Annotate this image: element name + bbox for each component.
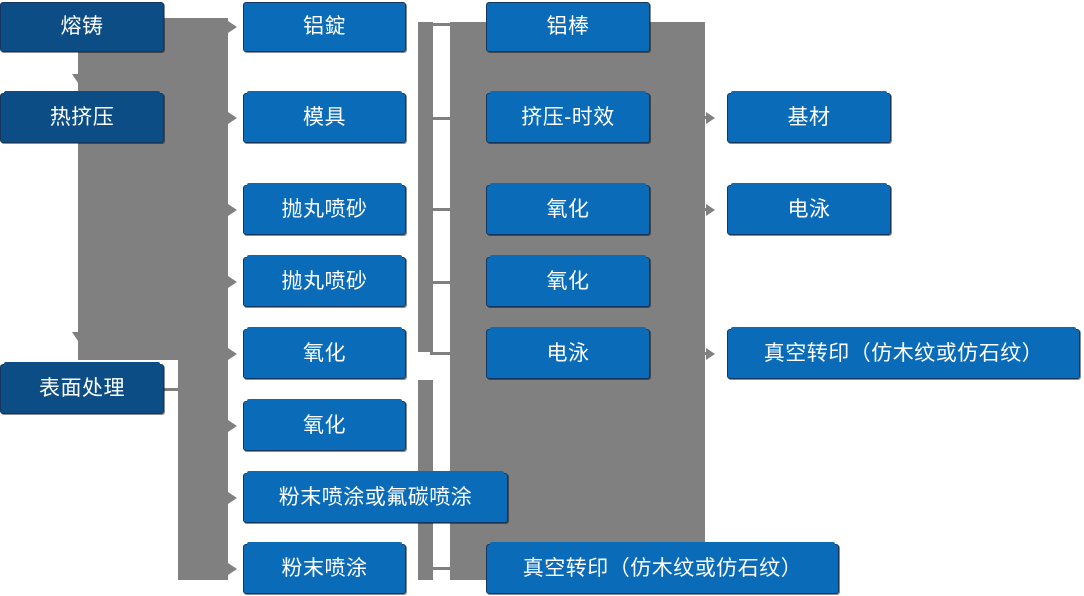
- input-box-oxidation-1[interactable]: 氧化: [243, 327, 406, 379]
- tie-line-3: [430, 208, 454, 211]
- process-box-oxidation-1[interactable]: 氧化: [486, 183, 650, 235]
- arrow-to-input-powder: [228, 563, 237, 575]
- process-label-oxidation-1: 氧化: [546, 198, 590, 222]
- output-label-substrate: 基材: [787, 106, 831, 130]
- process-label-extrusion-aging: 挤压-时效: [521, 106, 615, 130]
- stage-box-surface-treatment[interactable]: 表面处理: [0, 362, 164, 414]
- arrow-to-input-oxidation-1: [228, 348, 237, 360]
- process-box-electrophoresis[interactable]: 电泳: [486, 327, 650, 379]
- input-box-powder[interactable]: 粉末喷涂: [243, 542, 406, 594]
- process-box-oxidation-2[interactable]: 氧化: [486, 255, 650, 307]
- input-box-oxidation-2[interactable]: 氧化: [243, 399, 406, 451]
- input-label-ingot: 铝錠: [303, 15, 346, 39]
- arrow-stem-output-vacuum-transfer: [700, 352, 708, 355]
- output-box-substrate[interactable]: 基材: [727, 91, 891, 143]
- process-box-aluminum-bar[interactable]: 铝棒: [486, 2, 650, 52]
- stage-box-hot-extrusion[interactable]: 热挤压: [0, 91, 164, 143]
- input-label-powder-fluorocarbon: 粉末喷涂或氟碳喷涂: [278, 486, 473, 510]
- process-label-vacuum-transfer: 真空转印（仿木纹或仿石纹）: [522, 557, 803, 581]
- input-box-shotblast-1[interactable]: 抛丸喷砂: [243, 183, 406, 235]
- tie-line-2: [430, 117, 454, 120]
- arrow-to-output-substrate: [706, 112, 715, 124]
- tie-line-5: [430, 352, 454, 355]
- tie-line-6: [430, 567, 454, 570]
- arrow-to-input-ingot: [228, 21, 237, 33]
- stage-box-melting[interactable]: 熔铸: [0, 2, 164, 52]
- input-label-shotblast-2: 抛丸喷砂: [281, 270, 368, 294]
- process-box-vacuum-transfer[interactable]: 真空转印（仿木纹或仿石纹）: [486, 542, 839, 594]
- input-label-oxidation-2: 氧化: [303, 414, 346, 438]
- process-label-oxidation-2: 氧化: [546, 270, 590, 294]
- input-box-ingot[interactable]: 铝錠: [243, 2, 406, 52]
- output-box-vacuum-transfer[interactable]: 真空转印（仿木纹或仿石纹）: [727, 327, 1080, 379]
- process-label-aluminum-bar: 铝棒: [546, 15, 590, 39]
- arrow-to-input-die: [228, 112, 237, 124]
- stage-label-melting: 熔铸: [60, 15, 104, 39]
- input-box-shotblast-2[interactable]: 抛丸喷砂: [243, 255, 406, 307]
- input-box-powder-fluorocarbon[interactable]: 粉末喷涂或氟碳喷涂: [243, 471, 508, 523]
- input-label-powder: 粉末喷涂: [281, 557, 368, 581]
- arrow-to-input-powder-fluorocarbon: [228, 492, 237, 504]
- input-label-oxidation-1: 氧化: [303, 342, 346, 366]
- arrow-stem-output-substrate: [700, 116, 708, 119]
- output-label-vacuum-transfer: 真空转印（仿木纹或仿石纹）: [763, 342, 1044, 366]
- process-label-electrophoresis: 电泳: [546, 342, 590, 366]
- arrow-to-input-shotblast-1: [228, 204, 237, 216]
- process-box-extrusion-aging[interactable]: 挤压-时效: [486, 91, 650, 143]
- input-label-shotblast-1: 抛丸喷砂: [281, 198, 368, 222]
- connector-band-stages-lower: [178, 360, 228, 580]
- arrow-stem-output-electrophoresis: [700, 208, 708, 211]
- arrow-to-input-oxidation-2: [228, 420, 237, 432]
- tie-line-4: [430, 281, 454, 284]
- connector-band-inputs-upper: [418, 22, 433, 352]
- tie-line-1: [430, 23, 454, 26]
- output-label-electrophoresis: 电泳: [787, 198, 831, 222]
- connector-band-stages-upper: [78, 18, 228, 360]
- arrow-to-input-shotblast-2: [228, 276, 237, 288]
- tie-line-surface-stage: [164, 388, 186, 391]
- arrow-down-to-surface: [72, 332, 84, 341]
- stage-label-surface-treatment: 表面处理: [39, 377, 125, 401]
- input-box-die[interactable]: 模具: [243, 91, 406, 143]
- input-label-die: 模具: [303, 106, 346, 130]
- arrow-to-output-electrophoresis: [706, 204, 715, 216]
- arrow-down-to-extrusion: [72, 74, 84, 83]
- output-box-electrophoresis[interactable]: 电泳: [727, 183, 891, 235]
- arrow-to-output-vacuum-transfer: [706, 348, 715, 360]
- stage-label-hot-extrusion: 热挤压: [49, 106, 115, 130]
